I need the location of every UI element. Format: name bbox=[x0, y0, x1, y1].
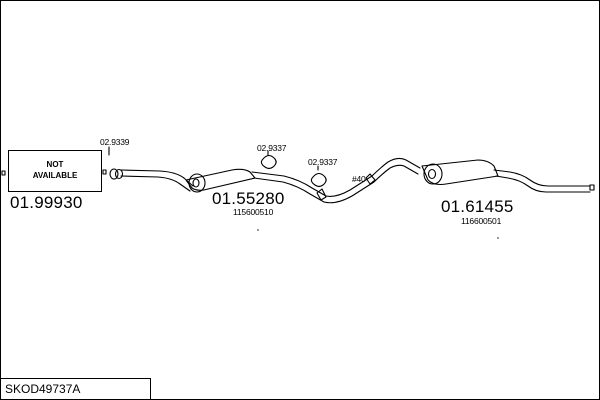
intermediate-pipe bbox=[251, 157, 421, 204]
diagram-title: SKOD49737A bbox=[5, 382, 81, 396]
part-ref-middle-silencer: 115600510 bbox=[233, 207, 274, 217]
pipe-label: #40 bbox=[352, 174, 366, 184]
front-pipe bbox=[120, 169, 194, 192]
part-number-front: 01.99930 bbox=[10, 193, 83, 212]
part-number-rear-silencer: 01.61455 bbox=[441, 197, 514, 216]
pipe-clamp bbox=[316, 173, 376, 201]
part-ref-rear-silencer: 116600501 bbox=[461, 216, 502, 226]
tail-end-marker bbox=[589, 184, 595, 191]
not-available-line1: NOT bbox=[46, 160, 64, 169]
not-available-box: NOT AVAILABLE bbox=[8, 150, 102, 192]
left-end-marker bbox=[1, 170, 6, 176]
rear-silencer bbox=[421, 159, 499, 186]
front-coupling bbox=[109, 168, 124, 180]
not-available-label: NOT AVAILABLE bbox=[9, 159, 101, 181]
tail-pipe bbox=[493, 169, 591, 193]
title-box: SKOD49737A bbox=[0, 378, 151, 399]
fitting-number-hanger-rear: 02.9337 bbox=[308, 157, 338, 167]
not-available-line2: AVAILABLE bbox=[32, 171, 78, 180]
hanger-rear bbox=[310, 172, 327, 188]
fitting-number-hanger-front: 02.9337 bbox=[257, 143, 287, 153]
hanger-front bbox=[260, 154, 277, 170]
fitting-number-coupling: 02.9339 bbox=[100, 137, 130, 147]
part-number-middle-silencer: 01.55280 bbox=[212, 189, 285, 208]
box-end-marker bbox=[102, 169, 107, 175]
